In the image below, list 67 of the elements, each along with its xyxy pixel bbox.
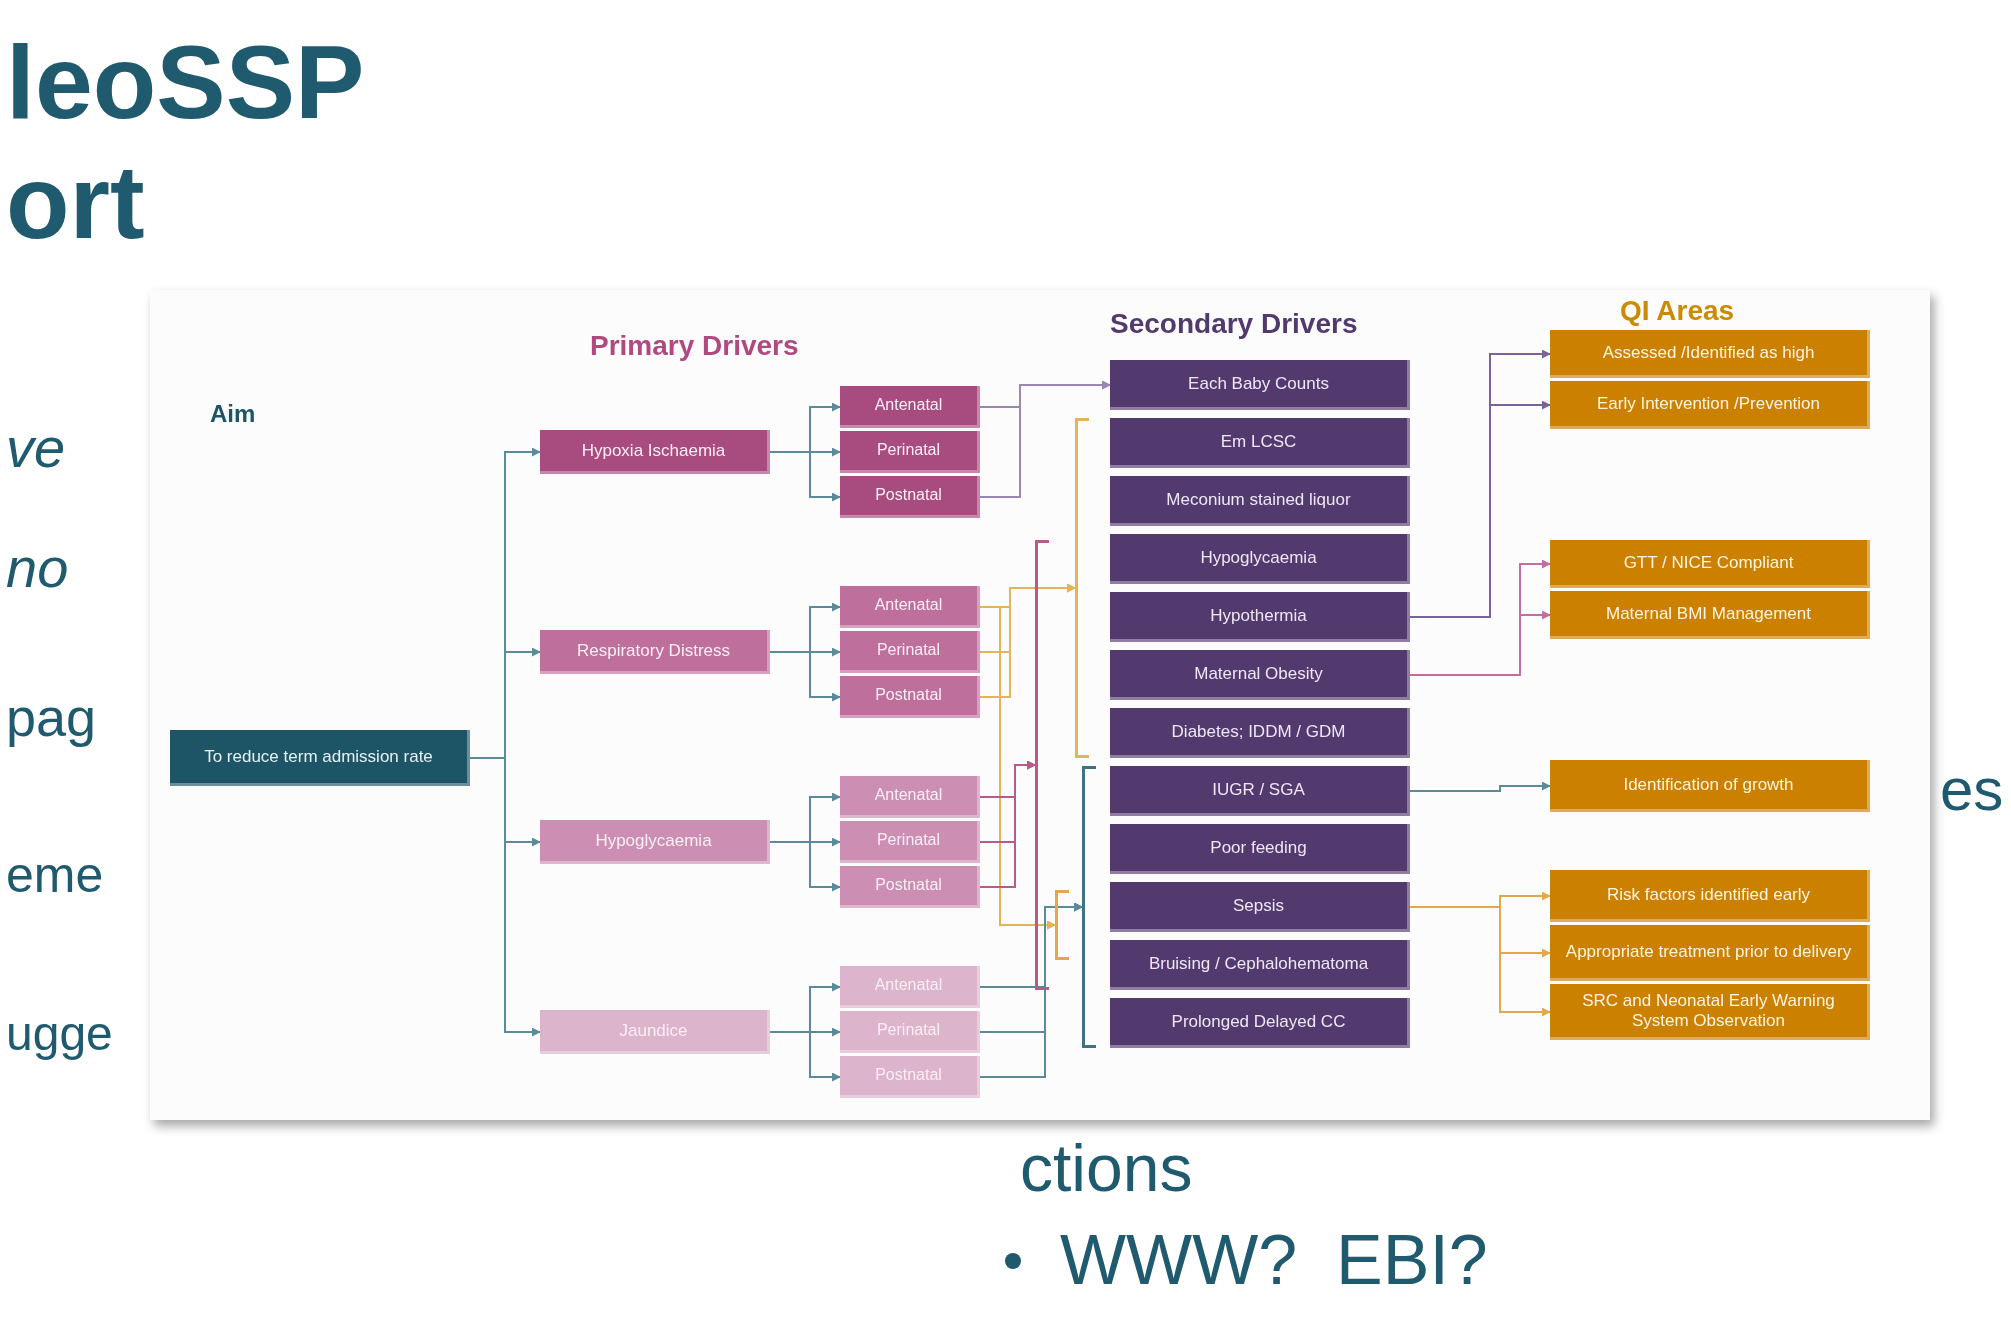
slide-title: leoSSP [6, 30, 365, 134]
qi-area-box: Maternal BMI Management [1550, 591, 1870, 639]
connector-arrow [769, 841, 841, 892]
qi-area-box: Early Intervention /Prevention [1550, 381, 1870, 429]
connector-arrow [1409, 610, 1551, 676]
connector-arrow [1409, 400, 1551, 618]
slide-text: ctions [1020, 1135, 1193, 1201]
primary-driver-box: Jaundice [540, 1010, 770, 1054]
slide-text: no [6, 540, 69, 596]
secondary-driver-box: Sepsis [1110, 882, 1410, 932]
bracket [1075, 418, 1089, 758]
connector-arrow [1409, 781, 1551, 792]
column-heading: Primary Drivers [590, 330, 799, 362]
stage-box: Postnatal [840, 476, 980, 518]
connector-arrow [979, 696, 1056, 930]
qi-area-box: GTT / NICE Compliant [1550, 540, 1870, 588]
qi-area-box: Appropriate treatment prior to delivery [1550, 925, 1870, 981]
qi-area-box: Assessed /Identified as high [1550, 330, 1870, 378]
column-heading: Secondary Drivers [1110, 308, 1358, 340]
secondary-driver-box: Diabetes; IDDM / GDM [1110, 708, 1410, 758]
slide-text: ve [6, 420, 66, 476]
stage-box: Postnatal [840, 676, 980, 718]
connector-arrow [769, 651, 841, 702]
stage-box: Antenatal [840, 966, 980, 1008]
stage-box: Antenatal [840, 386, 980, 428]
connector-arrow [769, 1031, 841, 1082]
stage-box: Perinatal [840, 821, 980, 863]
secondary-driver-box: IUGR / SGA [1110, 766, 1410, 816]
secondary-driver-box: Meconium stained liquor [1110, 476, 1410, 526]
connector-arrow [979, 380, 1111, 498]
connector-arrow [769, 451, 841, 502]
slide-text: WWW? EBI? [1060, 1225, 1488, 1295]
stage-box: Postnatal [840, 866, 980, 908]
bracket [1035, 540, 1049, 990]
bracket [1082, 766, 1096, 1048]
secondary-driver-box: Maternal Obesity [1110, 650, 1410, 700]
column-heading: QI Areas [1620, 295, 1735, 327]
secondary-driver-box: Hypothermia [1110, 592, 1410, 642]
primary-driver-box: Hypoxia Ischaemia [540, 430, 770, 474]
primary-driver-box: Hypoglycaemia [540, 820, 770, 864]
stage-box: Perinatal [840, 431, 980, 473]
stage-box: Postnatal [840, 1056, 980, 1098]
slide-text: es [1940, 760, 2004, 820]
slide-text: eme [6, 850, 104, 900]
stage-box: Antenatal [840, 586, 980, 628]
stage-box: Antenatal [840, 776, 980, 818]
secondary-driver-box: Prolonged Delayed CC [1110, 998, 1410, 1048]
primary-driver-box: Respiratory Distress [540, 630, 770, 674]
column-heading: Aim [210, 400, 256, 428]
bracket [1055, 890, 1069, 960]
connector-arrow [979, 760, 1036, 888]
connector-arrow [979, 902, 1083, 1078]
connector-arrow [469, 757, 541, 1037]
stage-box: Perinatal [840, 631, 980, 673]
secondary-driver-box: Hypoglycaemia [1110, 534, 1410, 584]
aim-box: To reduce term admission rate [170, 730, 470, 786]
secondary-driver-box: Poor feeding [1110, 824, 1410, 874]
secondary-driver-box: Em LCSC [1110, 418, 1410, 468]
slide-text: ugge [6, 1010, 113, 1058]
qi-area-box: Identification of growth [1550, 760, 1870, 812]
secondary-driver-box: Each Baby Counts [1110, 360, 1410, 410]
stage-box: Perinatal [840, 1011, 980, 1053]
slide-title: ort [6, 150, 145, 254]
connector-arrow [1409, 906, 1551, 1017]
qi-area-box: SRC and Neonatal Early Warning System Observation [1550, 984, 1870, 1040]
qi-area-box: Risk factors identified early [1550, 870, 1870, 922]
secondary-driver-box: Bruising / Cephalohematoma [1110, 940, 1410, 990]
